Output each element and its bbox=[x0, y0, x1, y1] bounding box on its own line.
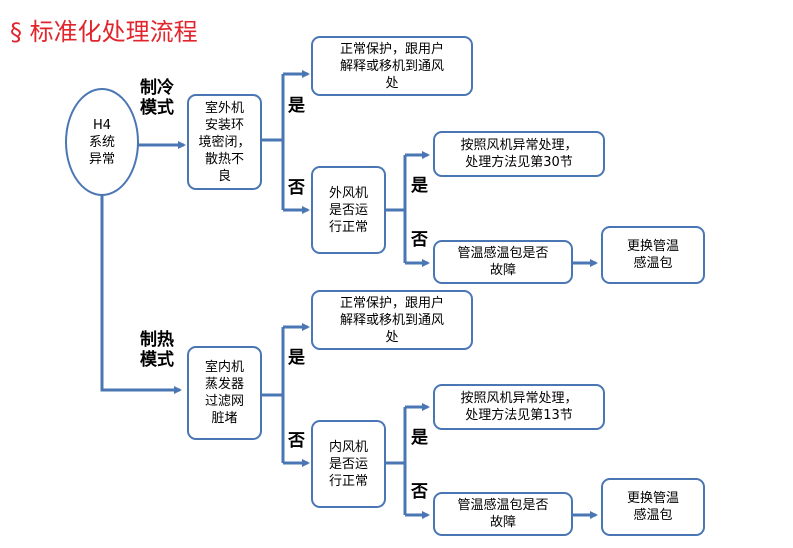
heating-replace-box: 更换管温 感温包 bbox=[601, 478, 705, 536]
heating-fan-procedure-box: 按照风机异常处理， 处理方法见第13节 bbox=[433, 384, 605, 430]
heating-mode-label: 制热 模式 bbox=[140, 330, 174, 370]
page-title: § 标准化处理流程 bbox=[10, 18, 198, 46]
heating-protect-box: 正常保护，跟用户 解释或移机到通风 处 bbox=[311, 290, 473, 350]
heating-sensor-box: 管温感温包是否 故障 bbox=[433, 492, 573, 536]
outfan-yes-label: 是 bbox=[411, 176, 428, 196]
cooling-check-box: 室外机 安装环 境密闭， 散热不 良 bbox=[187, 94, 262, 190]
heating-yes-label: 是 bbox=[288, 348, 305, 368]
cooling-mode-label: 制冷 模式 bbox=[140, 78, 174, 118]
cooling-no-label: 否 bbox=[288, 178, 305, 198]
cooling-yes-label: 是 bbox=[288, 96, 305, 116]
infan-no-label: 否 bbox=[411, 482, 428, 502]
cooling-sensor-box: 管温感温包是否 故障 bbox=[433, 240, 573, 284]
heating-no-label: 否 bbox=[288, 431, 305, 451]
cooling-fan-procedure-box: 按照风机异常处理， 处理方法见第30节 bbox=[433, 131, 605, 177]
start-node: H4 系统 异常 bbox=[65, 88, 139, 196]
cooling-protect-box: 正常保护，跟用户 解释或移机到通风 处 bbox=[311, 36, 473, 96]
arrow-start-heating bbox=[100, 195, 182, 394]
heating-check-box: 室内机 蒸发器 过滤网 脏堵 bbox=[187, 346, 262, 440]
infan-yes-label: 是 bbox=[411, 428, 428, 448]
outfan-no-label: 否 bbox=[411, 230, 428, 250]
indoor-fan-box: 内风机 是否运 行正常 bbox=[311, 420, 386, 508]
outdoor-fan-box: 外风机 是否运 行正常 bbox=[311, 166, 386, 254]
cooling-replace-box: 更换管温 感温包 bbox=[601, 226, 705, 284]
